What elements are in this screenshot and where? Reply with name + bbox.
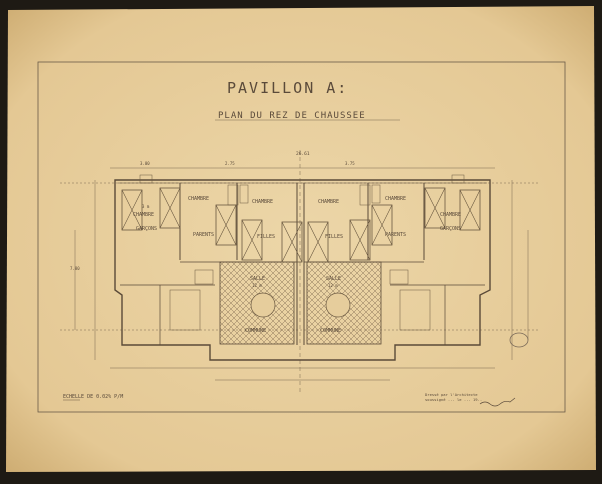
dim-left-wing: 3.00	[140, 161, 150, 166]
dim-a: 2.75	[225, 161, 235, 166]
dim-b: 3.75	[345, 161, 355, 166]
stamp	[509, 332, 529, 348]
paper	[6, 6, 596, 472]
area-salle-right: 12 m	[328, 283, 338, 288]
label-filles: FILLES	[257, 234, 275, 240]
label-commune-left: COMMUNE	[245, 328, 266, 334]
stairs-grid	[139, 174, 465, 331]
room-labels: CHAMBRE GARÇONS CHAMBRE PARENTS CHAMBRE …	[133, 196, 461, 334]
salle-right	[306, 261, 382, 345]
signature-line-2: soussigné ... le ... 19..	[425, 397, 482, 402]
drawing-subtitle: PLAN DU REZ DE CHAUSSEE	[218, 111, 366, 121]
label-garcons: GARÇONS	[136, 226, 157, 232]
label-filles-right: FILLES	[325, 234, 343, 240]
label-parents: PARENTS	[193, 232, 214, 238]
table-left	[250, 292, 276, 318]
scale-note: ECHELLE DE 0.02% P/M	[63, 394, 123, 400]
label-salle-right: SALLE	[326, 276, 341, 282]
area-salle-left: 12 m	[252, 283, 262, 288]
label-commune-right: COMMUNE	[320, 328, 341, 334]
signature-line-1: Dressé par l'Architecte	[425, 392, 478, 397]
label-chambre-filles: CHAMBRE	[252, 199, 273, 205]
dim-total-width: 26.61	[296, 151, 310, 157]
label-chambre-parents-right: CHAMBRE	[385, 196, 406, 202]
dim-height-left: 7.80	[70, 266, 80, 271]
label-chambre-parents: CHAMBRE	[188, 196, 209, 202]
drawing-title: PAVILLON A:	[227, 79, 348, 97]
label-chambre-garcons-right: CHAMBRE	[440, 212, 461, 218]
label-salle-left: SALLE	[250, 276, 265, 282]
signature	[479, 397, 516, 407]
label-chambre-garcons: CHAMBRE	[133, 212, 154, 218]
label-garcons-right: GARÇONS	[440, 226, 461, 232]
area-chambre: 3 m	[142, 204, 150, 209]
label-chambre-filles-right: CHAMBRE	[318, 199, 339, 205]
label-parents-right: PARENTS	[385, 232, 406, 238]
table-right	[325, 292, 351, 318]
drawing-frame	[37, 61, 566, 413]
